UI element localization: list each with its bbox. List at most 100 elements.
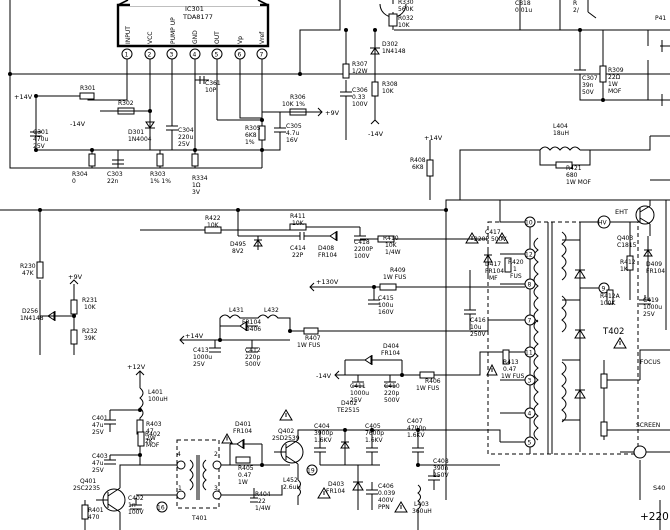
- ic-pin-name: OUT: [214, 31, 221, 44]
- t401-pin-3: 3: [214, 485, 218, 492]
- ic-pin-number: 2: [148, 52, 152, 59]
- ic-pin-number: 7: [260, 52, 264, 59]
- ic-pin-name: VCC: [147, 32, 154, 44]
- fbt-pin: 9: [602, 286, 606, 293]
- r302-label: R302: [118, 100, 134, 107]
- ic-pin-name: Vref: [259, 31, 266, 44]
- fbt-pin: 5: [528, 440, 532, 447]
- t401-pin-2: 2: [214, 451, 218, 458]
- p130v-label: +130V: [316, 278, 339, 286]
- ic-pin-name: INPUT: [125, 26, 132, 44]
- fbt-pin: HV: [598, 220, 608, 227]
- t401-pin-1: 1: [178, 485, 182, 492]
- fbt-pin: 8: [528, 282, 532, 289]
- m14v-label: -14V: [70, 120, 86, 128]
- fbt-pin: 7: [528, 318, 532, 325]
- node19-label: 19: [307, 468, 315, 475]
- ic-pins: 1 2 3 4 5 6 7: [121, 48, 268, 60]
- p12v-label: +12V: [127, 363, 146, 371]
- fbt-pin: 3: [528, 378, 532, 385]
- p9v-b-label: +9V: [68, 273, 83, 281]
- ic-pin-number: 5: [215, 52, 219, 59]
- t401-pin-4: 4: [177, 451, 181, 458]
- screen-label: SCREEN: [636, 422, 660, 429]
- flyback-transformer: 10 12 8 7 11 3 4 5 HV 9 EHT T402 FOCUS S…: [446, 199, 670, 459]
- ic-pin-name: GND: [192, 30, 199, 44]
- ic-pin-name: Vp: [237, 36, 244, 44]
- ic301-block: IC301 TDA8177 INPUT VCC PUMP UP GND OUT …: [116, 0, 270, 60]
- ic-pin-number: 6: [238, 52, 242, 59]
- s40-label: S40: [653, 484, 665, 492]
- fbt-pin: 4: [528, 411, 532, 418]
- junction-dots: [8, 28, 605, 467]
- p14v-b-label: +14V: [424, 134, 443, 142]
- ic-pin-number: 3: [170, 52, 174, 59]
- focus-label: FOCUS: [640, 359, 661, 366]
- p41-label: P41: [655, 15, 666, 22]
- ic-pin-names: INPUT VCC PUMP UP GND OUT Vp Vref: [125, 17, 266, 44]
- ic-pin-number: 1: [125, 52, 129, 59]
